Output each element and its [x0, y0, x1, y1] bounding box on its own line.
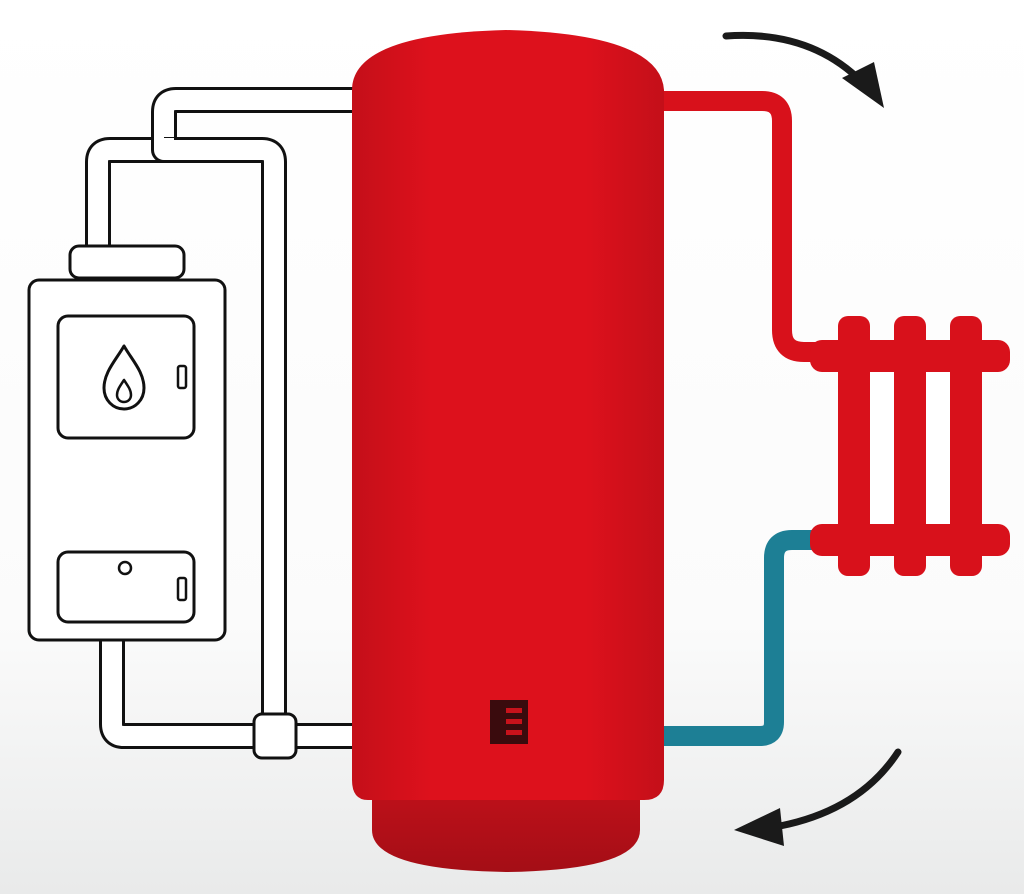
- boiler-loop-pipes: [85, 87, 360, 749]
- radiator-bottom-manifold: [810, 524, 1010, 556]
- boiler-top-cap: [68, 244, 186, 280]
- pump: [252, 712, 298, 760]
- radiator-column-1: [838, 316, 870, 576]
- boiler: [27, 244, 227, 642]
- flame-icon: [102, 344, 146, 411]
- cold-return-pipe: [660, 530, 830, 746]
- boiler-indicator-light: [117, 560, 133, 576]
- tank-logo-icon: [490, 700, 528, 744]
- boiler-upper-handle: [176, 364, 188, 390]
- boiler-lower-door: [56, 550, 196, 624]
- buffer-tank: [352, 30, 664, 872]
- radiator-top-manifold: [810, 340, 1010, 372]
- tank-body: [352, 30, 664, 800]
- boiler-lower-handle: [176, 576, 188, 602]
- hot-supply-pipe: [660, 91, 830, 362]
- flow-arrow-bottom: [734, 748, 902, 846]
- flow-arrow-top: [722, 31, 884, 108]
- radiator-column-2: [894, 316, 926, 576]
- radiator-column-3: [950, 316, 982, 576]
- radiator: [810, 316, 1010, 576]
